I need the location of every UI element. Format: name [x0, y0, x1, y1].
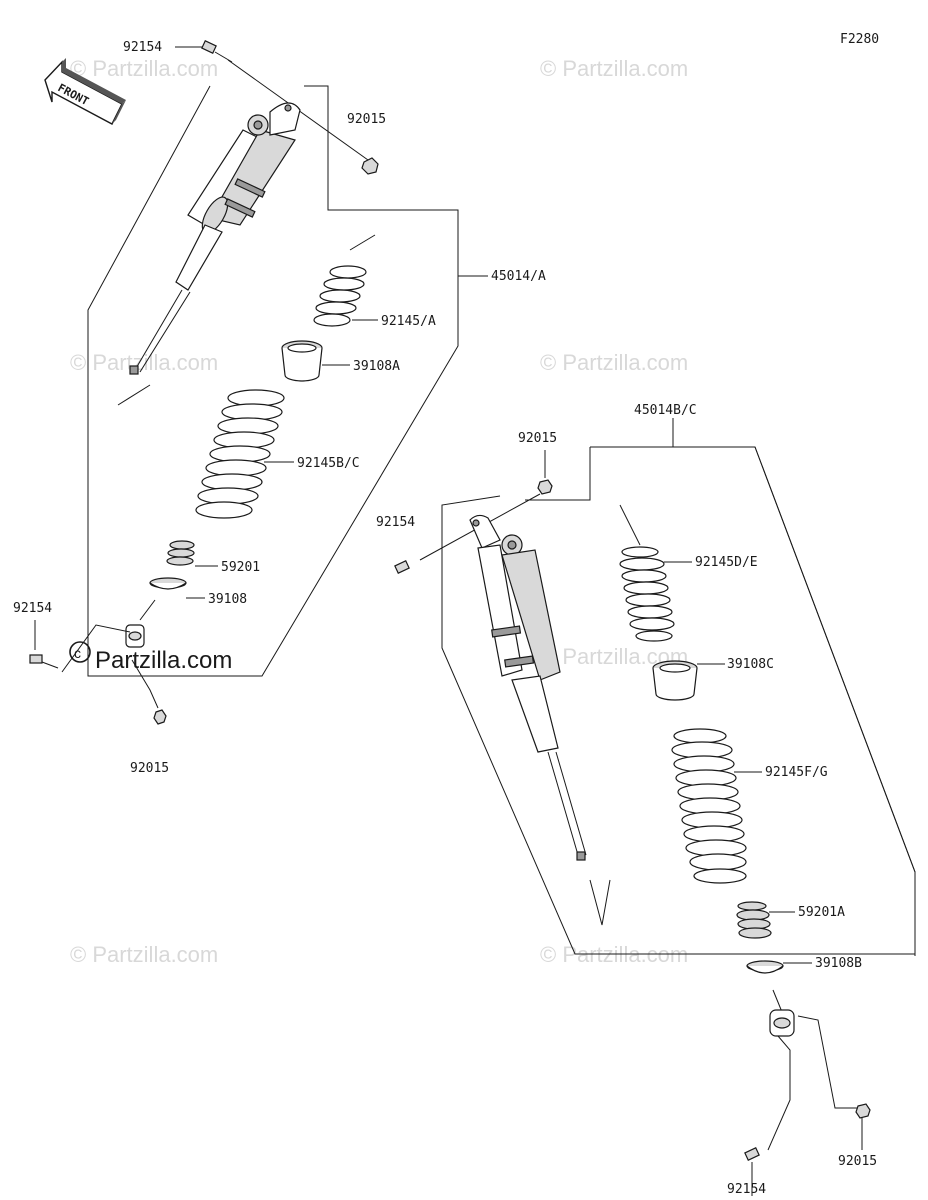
- bolt-icon: [394, 560, 410, 574]
- bolt-icon: [744, 1147, 760, 1161]
- part-label: 39108B: [815, 956, 862, 971]
- bolt-icon: [29, 654, 59, 669]
- nut-icon: [153, 709, 167, 725]
- part-label: 92154: [13, 601, 52, 616]
- spring-seat-icon: [149, 577, 187, 590]
- watermark: © Partzilla.com: [540, 56, 688, 81]
- part-label: 39108A: [353, 359, 400, 374]
- spring-small-icon: [313, 265, 367, 327]
- watermark: © Partzilla.com: [540, 350, 688, 375]
- watermark-strong: Partzilla.com: [95, 647, 232, 674]
- part-label: 92154: [727, 1182, 766, 1197]
- part-label: 59201A: [798, 905, 845, 920]
- nut-icon: [855, 1103, 871, 1119]
- nut-icon: [361, 157, 379, 175]
- watermark: © Partzilla.com: [70, 942, 218, 967]
- spring-main-icon: [195, 389, 285, 519]
- part-label: 59201: [221, 560, 260, 575]
- left-assembly: [29, 40, 488, 725]
- lower-eye-icon: [125, 624, 145, 648]
- watermarks: © Partzilla.com © Partzilla.com © Partzi…: [70, 56, 688, 967]
- shock-absorber-left: [129, 102, 301, 375]
- right-assembly: [394, 418, 916, 1196]
- part-label: 45014B/C: [634, 403, 697, 418]
- part-label: 92145D/E: [695, 555, 758, 570]
- part-label: 39108C: [727, 657, 774, 672]
- shock-absorber-right: [469, 514, 587, 861]
- lower-eye-icon: [769, 1009, 795, 1037]
- svg-text:c: c: [74, 645, 81, 661]
- part-label: 92015: [130, 761, 169, 776]
- part-label: 92145B/C: [297, 456, 360, 471]
- bumper-icon: [166, 540, 195, 566]
- part-label: 92015: [347, 112, 386, 127]
- part-label: 92145/A: [381, 314, 436, 329]
- figure-code: F2280: [840, 32, 879, 47]
- part-label: 92015: [838, 1154, 877, 1169]
- part-label: 39108: [208, 592, 247, 607]
- part-label: 92154: [376, 515, 415, 530]
- collar-icon: [652, 660, 698, 701]
- spring-small-icon: [619, 546, 675, 642]
- part-label: 92015: [518, 431, 557, 446]
- collar-icon: [281, 340, 323, 382]
- part-label: 45014/A: [491, 269, 546, 284]
- nut-icon: [537, 479, 553, 495]
- part-label: 92145F/G: [765, 765, 828, 780]
- bumper-icon: [736, 901, 772, 939]
- partzilla-logo-watermark: c Partzilla.com: [69, 641, 232, 674]
- spring-main-icon: [671, 728, 747, 884]
- part-label: 92154: [123, 40, 162, 55]
- spring-seat-icon: [746, 960, 784, 974]
- watermark: © Partzilla.com: [70, 56, 218, 81]
